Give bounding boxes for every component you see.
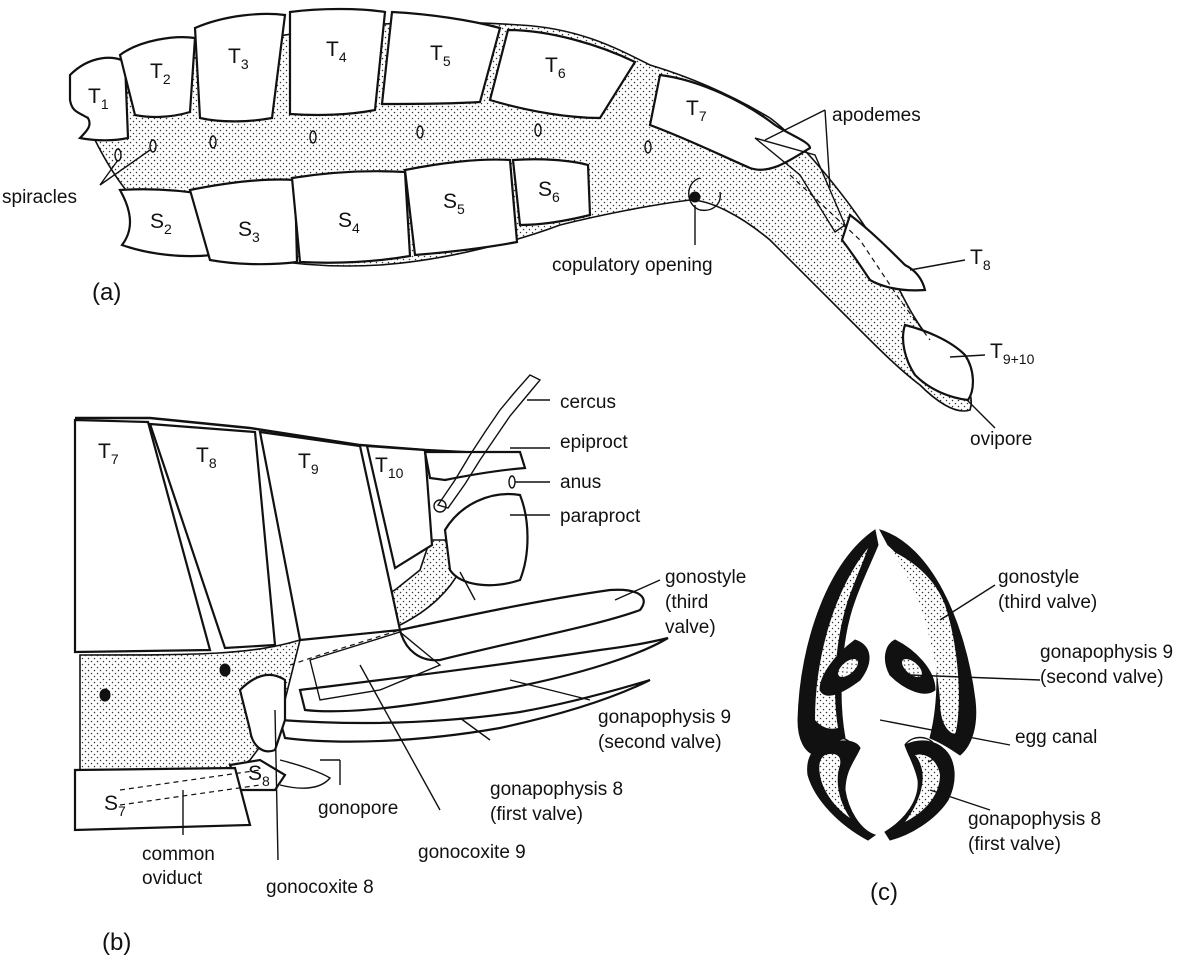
label-gonapophysis9-b-2: (second valve)	[598, 732, 722, 753]
tergite-t5	[380, 10, 502, 106]
label-anus: anus	[560, 472, 601, 493]
label-cercus: cercus	[560, 392, 616, 413]
label-gonopore: gonopore	[318, 798, 398, 819]
label-gonapophysis8-b-1: gonapophysis 8	[490, 779, 623, 800]
seg-label-s6: S6	[538, 178, 560, 205]
sternite-s6	[511, 158, 592, 227]
seg-label-s5: S5	[443, 190, 465, 217]
epiproct	[423, 450, 527, 482]
gonostyle	[398, 588, 645, 662]
label-gonapophysis9-b-1: gonapophysis 9	[598, 707, 731, 728]
seg-label-s8-b: S8	[248, 762, 270, 789]
label-gonocoxite9: gonocoxite 9	[418, 842, 526, 863]
panel-label-c: (c)	[870, 879, 898, 906]
dorsal-outline	[75, 416, 521, 457]
spiracle-row	[114, 123, 652, 162]
oviduct-line-1	[119, 769, 261, 791]
label-gonapophysis8-c-1: gonapophysis 8	[968, 809, 1101, 830]
spiracle-b2	[99, 688, 111, 702]
tergite-t4	[288, 7, 387, 117]
gonapophysis-9	[298, 636, 669, 713]
interlock-left	[819, 736, 855, 763]
ovipositor-inner-line	[789, 174, 931, 341]
label-gonostyle-b-2: (third	[665, 592, 708, 613]
label-paraproct: paraproct	[560, 506, 641, 527]
paraproct-connector	[459, 571, 476, 601]
tergite-t3	[193, 12, 287, 123]
label-gonapophysis9-c-1: gonapophysis 9	[1040, 642, 1173, 663]
label-gonostyle-c-2: (third valve)	[998, 592, 1097, 613]
label-epiproct: epiproct	[560, 432, 628, 453]
interlock-right	[904, 736, 937, 763]
label-gonapophysis9-c-2: (second valve)	[1040, 667, 1164, 688]
tergite-t6	[488, 28, 637, 120]
panel-label-b: (b)	[102, 929, 131, 956]
seg-label-s3: S3	[238, 218, 260, 245]
seg-label-t10-b: T10	[375, 454, 404, 481]
label-egg-canal: egg canal	[1015, 727, 1097, 748]
sternite-s2	[118, 188, 214, 258]
gonocoxite-8	[238, 673, 287, 753]
tergite-t2	[118, 36, 197, 119]
seg-label-t7-b: T7	[98, 440, 119, 467]
oviduct-line-2	[119, 784, 261, 806]
label-gonostyle-b-3: valve)	[665, 617, 716, 638]
sternite-s5	[403, 158, 519, 257]
seg-label-t1: T1	[88, 85, 109, 112]
gonocoxite-9-dash	[289, 624, 421, 666]
gonopore-fold	[279, 759, 332, 789]
tergite-t7	[648, 73, 812, 171]
seg-label-t9-10: T9+10	[990, 340, 1035, 367]
copulatory-opening-fold	[688, 177, 721, 212]
seg-label-t8: T8	[970, 246, 991, 273]
seg-label-t9-b: T9	[298, 450, 319, 477]
seg-label-t5: T5	[430, 42, 451, 69]
label-gonostyle-b-1: gonostyle	[665, 567, 746, 588]
label-spiracles: spiracles	[2, 187, 77, 208]
label-apodemes: apodemes	[832, 105, 921, 126]
sternite-s4	[290, 170, 412, 264]
paraproct	[443, 492, 529, 587]
tergite-t7-b	[73, 418, 212, 654]
seg-label-t4: T4	[326, 38, 347, 65]
panel-label-a: (a)	[92, 279, 121, 306]
tergite-t8	[840, 213, 927, 292]
seg-label-t7: T7	[686, 97, 707, 124]
copulatory-opening	[689, 191, 701, 203]
label-oviduct-1: common	[142, 844, 215, 865]
terminal-membrane	[79, 539, 461, 771]
seg-label-t6: T6	[545, 54, 566, 81]
panel-a-abdomen: T1 T2 T3 T4 T5 T6 T7 T8 T9+10 S2 S3 S4 S…	[2, 7, 1035, 450]
label-gonocoxite8: gonocoxite 8	[266, 877, 374, 898]
seg-label-t8-b: T8	[196, 444, 217, 471]
apodeme-strut	[754, 137, 846, 233]
panel-b-terminalia: T7 T8 T9 T10 S7 S8 cercus epiproct anus …	[73, 374, 746, 956]
panel-c-cross-section: gonostyle (third valve) gonapophysis 9 (…	[797, 529, 1173, 906]
label-ovipore: ovipore	[970, 429, 1032, 450]
label-gonapophysis8-b-2: (first valve)	[490, 804, 583, 825]
tergite-t10-b	[365, 444, 434, 570]
label-copulatory-opening: copulatory opening	[552, 255, 713, 276]
tergite-t8-b	[148, 422, 277, 650]
gonocoxite-9	[309, 631, 442, 701]
gonapophysis8-left-shell	[807, 740, 877, 841]
label-oviduct-2: oviduct	[142, 868, 203, 889]
gonapophysis-8	[278, 678, 651, 743]
seg-label-s2: S2	[150, 210, 172, 237]
spiracle-b1	[219, 663, 231, 677]
seg-label-s4: S4	[338, 209, 360, 236]
sternite-s7-b	[73, 766, 252, 832]
cercus	[433, 374, 542, 513]
seg-label-t2: T2	[150, 60, 171, 87]
label-gonostyle-c-1: gonostyle	[998, 567, 1079, 588]
anus	[508, 475, 516, 489]
tergite-t1	[68, 56, 130, 142]
label-gonapophysis8-c-2: (first valve)	[968, 834, 1061, 855]
seg-label-s7-b: S7	[104, 792, 126, 819]
seg-label-t3: T3	[228, 45, 249, 72]
tergite-t9-10	[901, 323, 974, 402]
